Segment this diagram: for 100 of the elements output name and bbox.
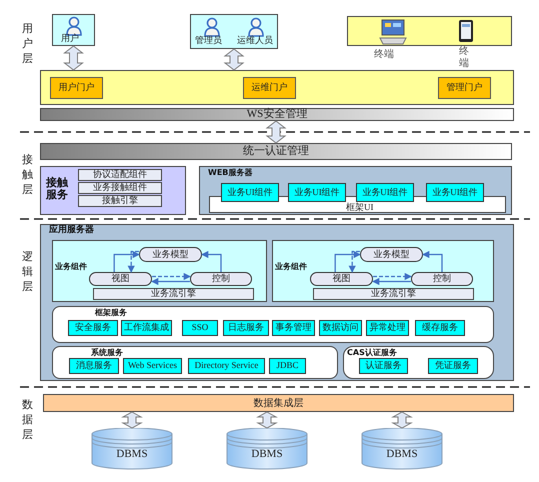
service-box (69, 358, 119, 374)
service-box (319, 320, 362, 336)
view-pill (89, 272, 152, 286)
heading: 系统服务 (91, 349, 123, 358)
view-pill (310, 272, 373, 286)
double-arrow (266, 120, 286, 144)
arrow (114, 250, 140, 272)
database-cylinder (91, 428, 173, 470)
server-panel (199, 166, 512, 215)
box-label: 运维人员 (237, 36, 273, 46)
box-label: 业务接触组件 (93, 183, 147, 193)
box-label: 业务UI组件 (362, 188, 408, 198)
server-panel (40, 224, 514, 381)
box-label: 缓存服务 (422, 323, 458, 333)
box-label: WS安全管理 (246, 108, 308, 121)
user-box (190, 14, 278, 49)
double-arrow (63, 45, 84, 71)
portal-box (243, 77, 296, 99)
box-label: 协议适配组件 (93, 170, 147, 180)
component-box (78, 182, 162, 194)
box-label: 视图 (332, 274, 350, 284)
box-label: 业务模型 (152, 250, 188, 260)
engine-box (313, 288, 474, 300)
double-arrow (121, 411, 143, 429)
component-box (78, 195, 162, 207)
service-box (123, 358, 182, 374)
terminal-label: 终端 (459, 46, 470, 69)
double-arrow (391, 411, 413, 429)
service-group (52, 306, 494, 343)
component-panel (52, 240, 267, 302)
user-box (52, 14, 95, 46)
box-label: Web Services (128, 361, 177, 371)
double-arrow (256, 411, 278, 429)
service-box (68, 320, 118, 336)
service-group (52, 346, 338, 379)
box-label: 业务流引擎 (371, 289, 416, 299)
box-label: JDBC (276, 361, 298, 371)
arrow (201, 250, 222, 272)
box-label: 框架UI (346, 203, 374, 213)
database-cylinder (226, 428, 308, 470)
box-label: 用户 (61, 34, 79, 44)
ui-component-box (426, 183, 484, 202)
box-label: 业务UI组件 (294, 188, 340, 198)
box-label: 管理门户 (446, 83, 482, 93)
component-box (78, 169, 162, 181)
integration-bar (43, 394, 514, 412)
double-arrow (224, 48, 244, 71)
arrow (422, 250, 443, 272)
arrow (128, 250, 139, 273)
terminal-label: 终端 (374, 49, 395, 60)
portal-band (40, 70, 514, 105)
arrow (334, 250, 361, 272)
box-label: 数据集成层 (254, 398, 304, 408)
heading: WEB服务器 (208, 169, 252, 178)
box-label: 消息服务 (76, 361, 112, 371)
service-box (272, 320, 315, 336)
box-label: 日志服务 (228, 323, 264, 333)
arrow (373, 272, 412, 280)
heading: CAS认证服务 (347, 349, 397, 358)
box-label: 数据访问 (322, 323, 358, 333)
service-box (121, 320, 172, 336)
service-panel (40, 166, 186, 215)
box-label: 管理员 (195, 36, 222, 46)
auth-bar (40, 143, 512, 160)
arrow (152, 272, 191, 280)
service-box (415, 320, 465, 336)
service-box (188, 358, 265, 374)
control-pill (190, 272, 252, 286)
box-label: 业务模型 (374, 250, 410, 260)
ui-component-box (356, 183, 414, 202)
arrow (348, 250, 360, 273)
layer-label: 用户层 (22, 22, 34, 67)
box-label: DBMS (116, 448, 148, 460)
heading: 业务组件 (275, 263, 307, 272)
component-panel (272, 240, 494, 302)
layer-label: 逻辑层 (22, 250, 34, 295)
engine-box (93, 288, 254, 300)
security-bar (40, 108, 514, 121)
box-label: DBMS (251, 448, 283, 460)
heading: 接触服务 (46, 177, 70, 202)
service-box (182, 320, 218, 336)
box-label: 事务管理 (276, 323, 312, 333)
heading: 业务组件 (55, 263, 87, 272)
box-label: 业务UI组件 (432, 188, 478, 198)
arrow (372, 278, 411, 286)
control-pill (411, 272, 473, 286)
box-label: 控制 (433, 274, 451, 284)
service-group (343, 346, 494, 379)
box-label: 运维门户 (252, 83, 288, 93)
service-box (428, 358, 478, 374)
box-label: 工作流集成 (124, 323, 169, 333)
box-label: SSO (192, 323, 208, 333)
layer-label: 接触层 (22, 153, 34, 198)
heading: 应用服务器 (49, 226, 94, 236)
model-pill (360, 247, 423, 262)
box-label: Directory Service (194, 361, 258, 371)
layer-label: 数据层 (22, 398, 34, 443)
service-box (359, 358, 408, 374)
ui-component-box (221, 183, 279, 202)
service-box (366, 320, 409, 336)
